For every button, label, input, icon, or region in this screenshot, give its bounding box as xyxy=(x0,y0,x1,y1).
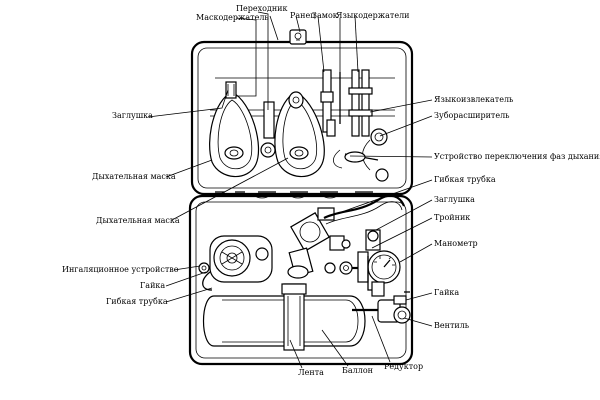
tee-connector xyxy=(324,229,385,297)
label-zaglushka-right: Заглушка xyxy=(434,195,475,204)
label-zamok: Замок xyxy=(312,11,338,20)
flexible-tube-left xyxy=(202,271,213,291)
label-gibkaya-trubka-top: Гибкая трубка xyxy=(434,175,496,184)
phase-switch-device xyxy=(287,194,406,279)
label-yazykoderzhateli: Языкодержатели xyxy=(336,11,410,20)
label-dykh-maska-2: Дыхательная маска xyxy=(96,216,180,225)
inhalation-device xyxy=(198,235,273,283)
label-gaika-right: Гайка xyxy=(434,288,460,297)
label-ranets: Ранец xyxy=(290,11,316,20)
mouth-expander xyxy=(333,128,389,182)
lock-icon xyxy=(289,29,307,45)
adapter-piece xyxy=(260,101,276,158)
label-ingal: Ингаляционное устройство xyxy=(62,265,179,274)
label-lenta: Лента xyxy=(298,368,324,377)
leader-lines xyxy=(147,11,433,369)
label-maskoderzhatel: Маскодержатель xyxy=(196,13,269,22)
label-reduktor: Редуктор xyxy=(384,362,424,371)
label-zuborasshiritel: Зубораcширитель xyxy=(434,111,510,120)
cylinder-ballon xyxy=(203,283,366,351)
label-zaglushka-top: Заглушка xyxy=(112,111,153,120)
label-perekhodnik: Переходник xyxy=(236,4,288,13)
case-lid xyxy=(190,29,414,199)
label-gibkaya-trubka-left: Гибкая трубка xyxy=(106,297,168,306)
manometer-gauge xyxy=(367,250,401,284)
label-ustroistvo: Устройство переключения фаз дыхания xyxy=(434,152,600,161)
label-dykh-maska-1: Дыхательная маска xyxy=(92,172,176,181)
label-ballon: Баллон xyxy=(342,366,373,375)
label-yazykoizvlekatel: Языкоизвлекатель xyxy=(434,95,514,104)
breathing-mask-left xyxy=(209,81,260,178)
label-ventil: Вентиль xyxy=(434,321,470,330)
label-gaika-left: Гайка xyxy=(140,281,166,290)
label-troinik: Тройник xyxy=(434,213,471,222)
reducer-valve xyxy=(352,291,411,324)
breathing-mask-right xyxy=(274,91,325,178)
case-body xyxy=(188,194,414,366)
label-manometr: Манометр xyxy=(434,239,478,248)
tongue-holders xyxy=(320,69,373,137)
